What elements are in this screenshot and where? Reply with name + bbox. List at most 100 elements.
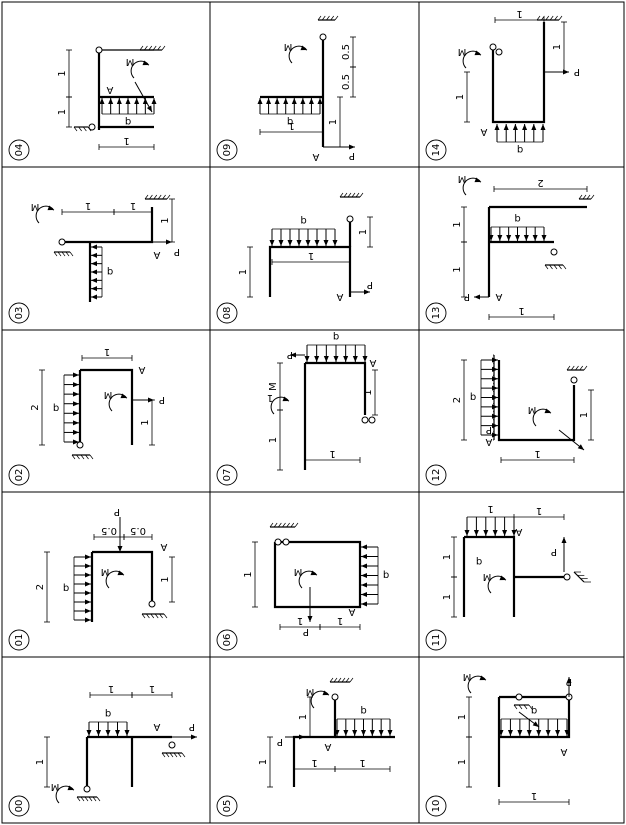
cell-number: 10 — [431, 800, 442, 813]
moment-label: M — [458, 46, 467, 57]
dimension-label: 1 — [268, 437, 279, 443]
arrow-head — [305, 240, 311, 246]
diagram-label: A — [485, 436, 492, 447]
arrow-head — [473, 530, 479, 536]
dimension-label: 1 — [452, 221, 463, 227]
hinge-icon — [515, 693, 523, 701]
cell-number-circle — [216, 629, 238, 651]
hatch-mark — [329, 677, 334, 683]
arrow-head — [296, 240, 302, 246]
hatch-mark — [169, 752, 174, 758]
hatch-mark — [282, 522, 286, 528]
arrow-head — [117, 546, 123, 552]
diagram-label: A — [369, 357, 376, 368]
arrow-head — [352, 730, 358, 736]
arrow-head — [474, 50, 481, 56]
hatch-mark — [523, 704, 528, 710]
arrow-head — [541, 235, 547, 241]
hatch-mark — [359, 192, 364, 198]
dimension-label: 1 — [442, 594, 453, 600]
arrow-head — [577, 444, 584, 450]
hatch-mark — [89, 454, 94, 460]
diagram-label: P — [486, 424, 492, 435]
cell-border — [1, 329, 211, 493]
hatch-mark — [536, 15, 541, 21]
arrow-head — [544, 408, 551, 414]
arrow-head — [287, 240, 293, 246]
hatch-mark — [161, 45, 166, 51]
diagram-label: P — [464, 291, 470, 302]
moment-label: M — [463, 671, 472, 682]
arrow-head — [274, 98, 280, 104]
arrow-head — [323, 356, 329, 362]
arrow-head — [291, 98, 297, 104]
hatch-mark — [69, 251, 74, 257]
diagram-label: P — [367, 279, 373, 290]
arrow-head — [115, 730, 120, 736]
dimension-label: 1 — [518, 305, 524, 316]
diagram-label: A — [160, 541, 167, 552]
diagram-label: q — [476, 556, 482, 567]
load-label: q — [517, 144, 523, 155]
hatch-mark — [273, 522, 278, 528]
cell-number: 11 — [431, 634, 442, 647]
hatch-mark — [558, 15, 563, 21]
hatch-mark — [339, 192, 344, 198]
dimension-label: 1 — [123, 135, 129, 146]
hatch-mark — [586, 194, 591, 200]
hinge-icon — [319, 33, 327, 41]
moment-label: M — [306, 686, 315, 697]
cell-border — [209, 166, 420, 331]
diagram-label: A — [312, 151, 319, 162]
cell-number-circle — [8, 629, 30, 651]
cell-number-circle — [216, 795, 238, 817]
arrow-head — [361, 554, 367, 559]
cell-border — [418, 329, 625, 493]
diagram-label: A — [106, 84, 113, 95]
cell-number-circle — [8, 139, 30, 161]
hatch-mark — [53, 251, 58, 257]
dimension-label: 1 — [457, 714, 468, 720]
arrow-head — [517, 730, 523, 736]
cell-number: 03 — [14, 307, 25, 320]
cell-number-circle — [216, 139, 238, 161]
arrow-head — [361, 730, 366, 736]
arrow-head — [492, 432, 498, 438]
diagram-label: P — [349, 150, 355, 161]
frame-member — [499, 697, 571, 739]
load-label: q — [125, 116, 131, 127]
arrow-head — [290, 352, 296, 358]
arrow-head — [73, 382, 79, 388]
load-label: 1 — [487, 503, 493, 514]
arrow-head — [304, 356, 310, 362]
arrow-head — [314, 356, 320, 362]
hatch-mark — [139, 45, 144, 51]
arrow-head — [343, 730, 349, 736]
arrow-head — [545, 730, 551, 736]
arrow-head — [502, 530, 508, 536]
frame-member — [497, 360, 576, 442]
diagram-label: A — [480, 126, 487, 137]
arrow-head — [507, 730, 513, 736]
arrow-head — [352, 356, 358, 362]
frame-member — [268, 245, 352, 297]
arrow-head — [73, 391, 79, 397]
arrow-head — [120, 393, 127, 399]
cell-border — [209, 656, 420, 824]
load-label: q — [300, 215, 306, 226]
cell-number: 05 — [222, 800, 233, 813]
diagram-label: P — [303, 626, 309, 637]
arrow-head — [483, 530, 489, 536]
arrow-head — [73, 410, 79, 416]
moment-label: M — [101, 566, 110, 577]
dimension-label: 1 — [160, 576, 171, 582]
dimension-label: 2 — [537, 177, 543, 188]
dimension-label: 1 — [140, 419, 151, 425]
dimension-label: 1 — [552, 44, 563, 50]
moment-label: M — [528, 404, 537, 415]
arrow-head — [282, 396, 289, 402]
hinge-icon — [282, 538, 290, 546]
